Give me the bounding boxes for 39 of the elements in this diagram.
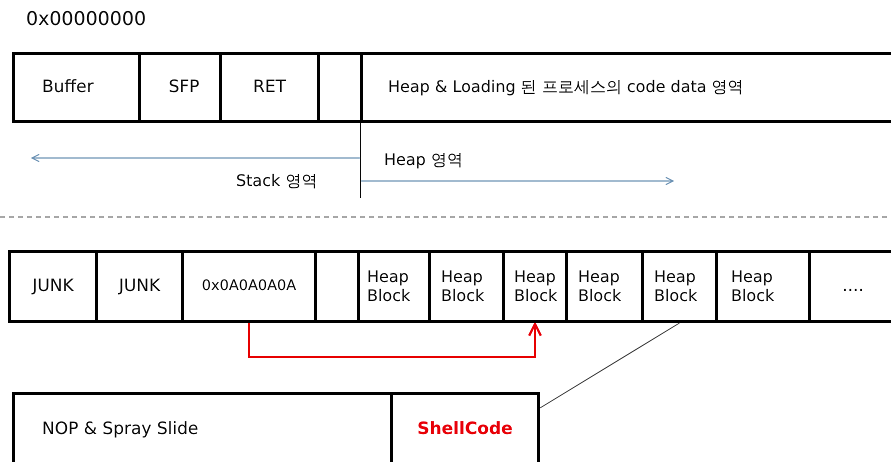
cell-text: JUNK — [32, 276, 74, 296]
empty-cell — [314, 250, 360, 323]
memory-cell — [502, 250, 568, 323]
arrow — [248, 322, 542, 358]
cell-text: JUNK — [118, 276, 160, 296]
cell-text: ShellCode — [417, 420, 513, 440]
cell-text: SFP — [168, 78, 200, 98]
cell-text: Buffer — [42, 78, 94, 98]
cell-text: Heap Block — [654, 268, 698, 305]
cell-text: Heap Block — [578, 268, 622, 305]
region-label: Heap 영역 — [384, 150, 463, 171]
memory-cell — [181, 250, 317, 323]
memory-cell — [95, 250, 184, 323]
address-label: 0x00000000 — [26, 8, 146, 30]
cell-text: Heap Block — [731, 268, 776, 305]
memory-cell — [219, 52, 320, 123]
memory-cell — [138, 52, 222, 123]
memory-cell — [428, 250, 505, 323]
memory-cell — [12, 52, 141, 123]
region-label: Stack 영역 — [236, 171, 318, 192]
cell-text: Heap Block — [367, 268, 412, 305]
memory-cell — [360, 52, 891, 123]
memory-cell — [8, 250, 98, 323]
memory-cell — [715, 250, 811, 323]
memory-cell — [565, 250, 644, 323]
memory-cell — [357, 250, 431, 323]
memory-cell — [808, 250, 891, 323]
cell-text: Heap Block — [514, 268, 558, 305]
cell-text: Heap & Loading 된 프로세스의 code data 영역 — [388, 78, 744, 97]
memory-cell — [641, 250, 718, 323]
cell-text: Heap Block — [441, 268, 486, 305]
cell-text: .... — [842, 276, 864, 296]
cell-text: RET — [253, 78, 286, 98]
cell-text: NOP & Spray Slide — [42, 420, 198, 440]
memory-cell — [390, 392, 540, 462]
empty-cell — [317, 52, 363, 123]
cell-text: 0x0A0A0A0A — [202, 278, 296, 295]
memory-cell — [12, 392, 393, 462]
connector-line — [540, 322, 680, 408]
